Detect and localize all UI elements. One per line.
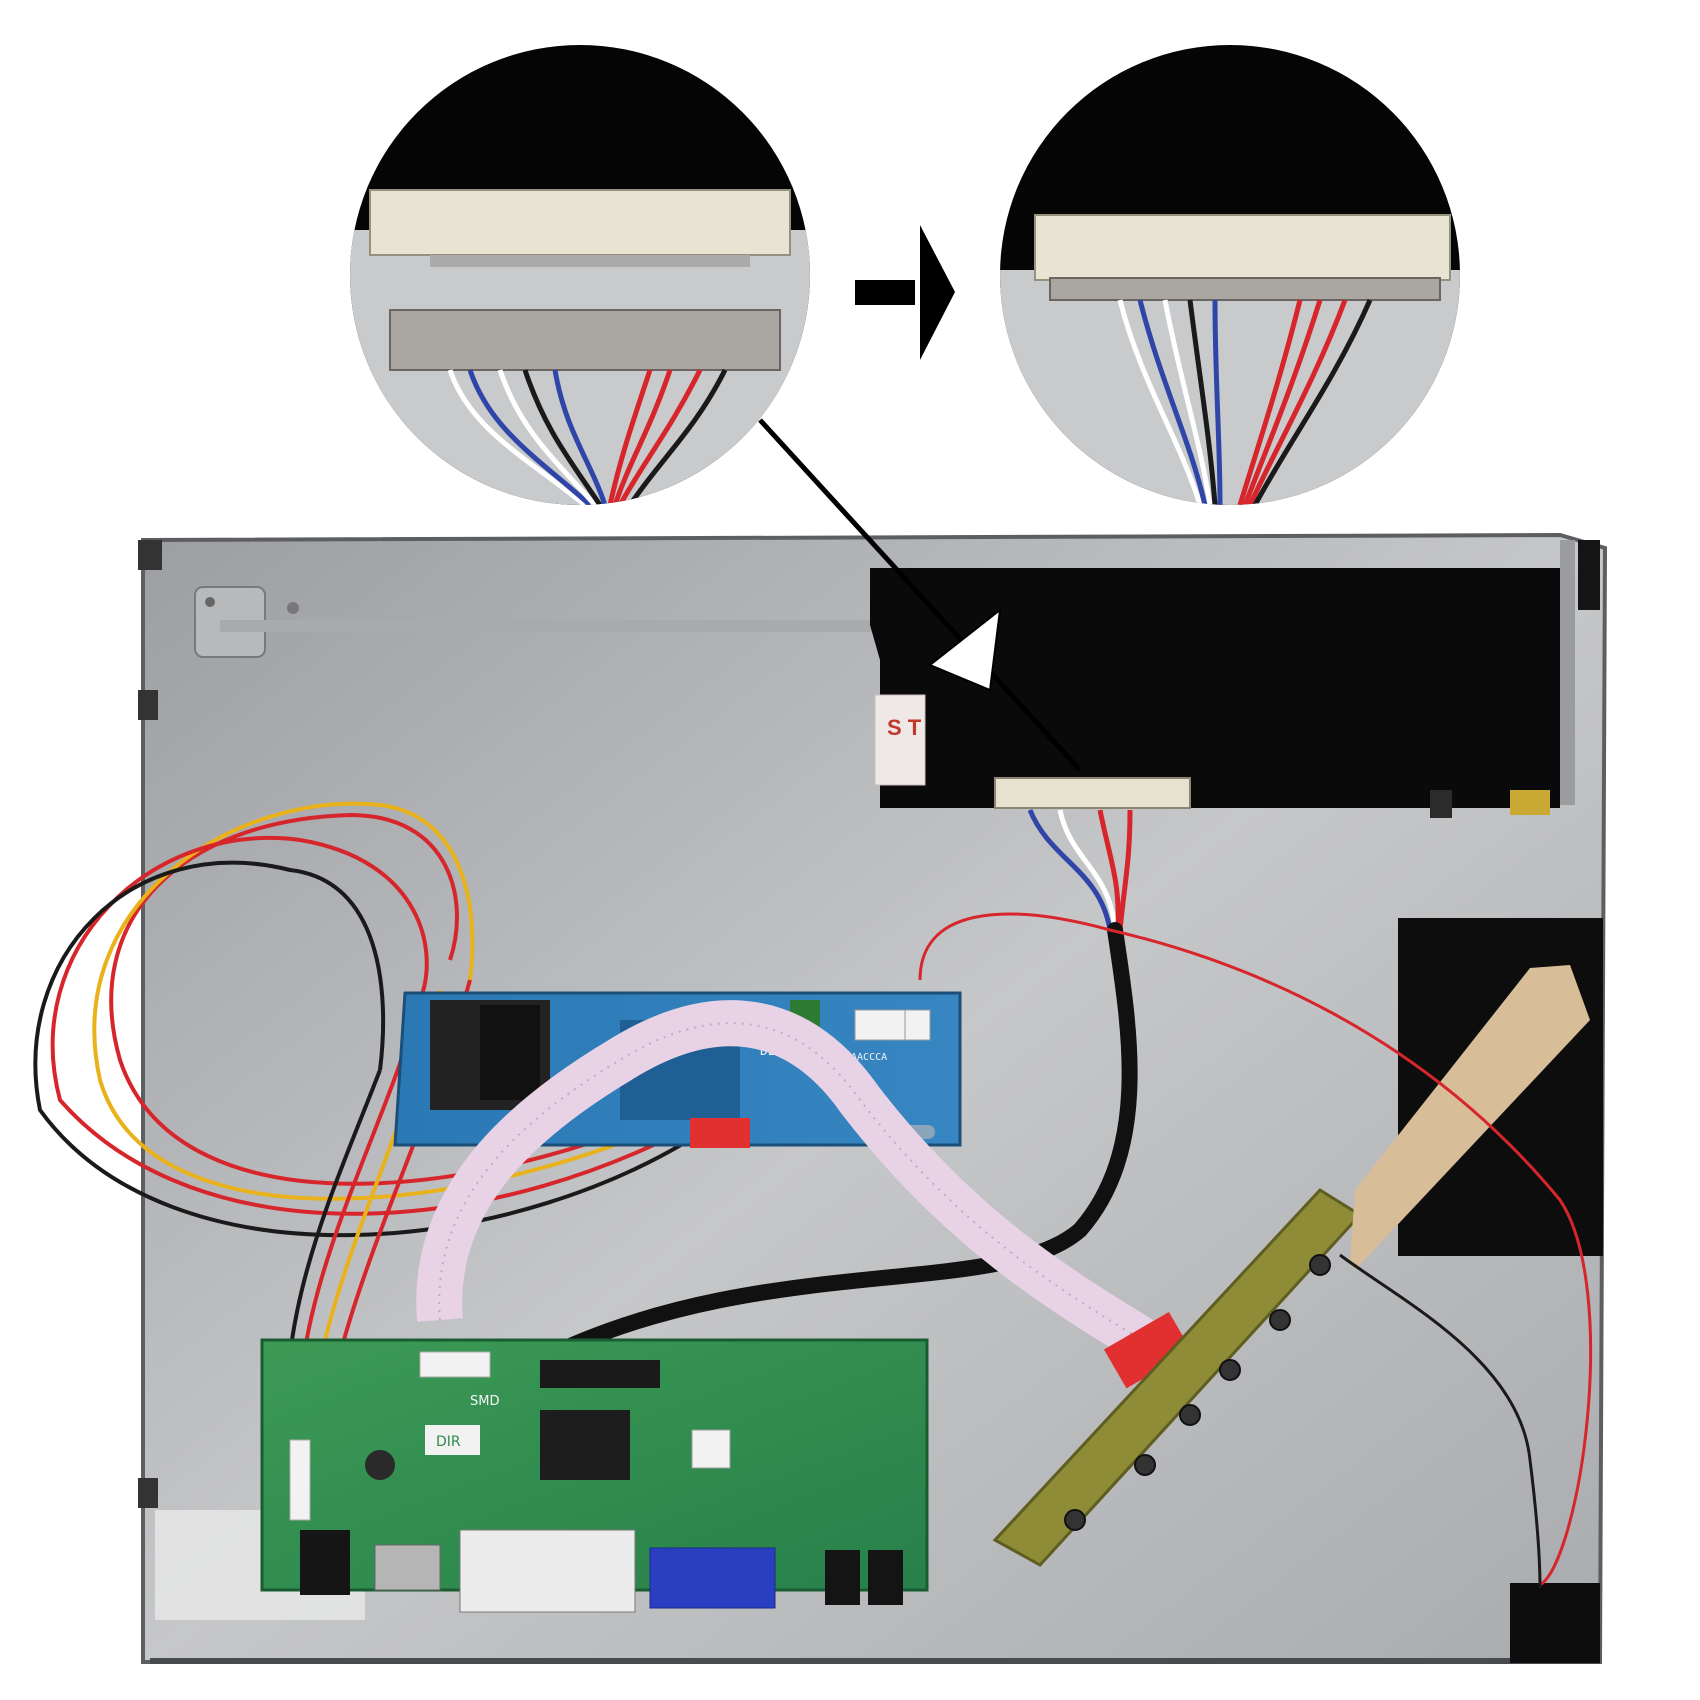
lvds-cable [532, 809, 1138, 1368]
lvds-socket [369, 189, 791, 256]
keypad-ribbon-cable [416, 1000, 1192, 1389]
pointer-arrow-icon [758, 418, 1082, 772]
masking-tape [1350, 965, 1590, 1270]
keypad-ribbon-connector [1103, 1311, 1192, 1389]
inverter-cap-label: CAACCCA [845, 1052, 887, 1063]
capacitor [365, 1450, 395, 1480]
panel-clip [138, 690, 158, 720]
lvds-plug-unplugged [389, 309, 781, 371]
sticker [874, 694, 926, 786]
keypad-button-5[interactable] [1269, 1309, 1291, 1331]
power-header [289, 1439, 311, 1521]
keypad-button-6[interactable] [1309, 1254, 1331, 1276]
qr-code [691, 1429, 731, 1469]
keypad-header [419, 1351, 491, 1378]
vga-port [649, 1547, 776, 1609]
panel-lvds-connector [994, 777, 1191, 809]
audio-jack [868, 1550, 903, 1605]
lvds-socket [1034, 214, 1451, 281]
smd-label: SMD [470, 1394, 499, 1409]
dc-power-jack [300, 1530, 350, 1595]
panel-clip [1578, 540, 1600, 610]
keypad-button-4[interactable] [1219, 1359, 1241, 1381]
keypad-button-2[interactable] [1134, 1454, 1156, 1476]
sticker-text: S T [887, 715, 922, 740]
scaler-chip [540, 1410, 630, 1480]
inverter-power-connector [904, 1009, 931, 1041]
zoom-circle-before [350, 45, 810, 505]
screw-icon [287, 602, 299, 614]
dvi-port [459, 1529, 636, 1613]
lvds-plug-connected [1049, 277, 1441, 301]
inverter-power-connector [854, 1009, 906, 1041]
panel-bracket [1430, 790, 1452, 818]
zoom-circle-after [1000, 45, 1460, 505]
keypad-button-3[interactable] [1179, 1404, 1201, 1426]
inverter-input-connector [690, 1118, 750, 1148]
panel-clip [138, 540, 162, 570]
black-tape-corner [1510, 1583, 1600, 1663]
black-tape-top [870, 568, 1560, 808]
panel-bracket [1510, 790, 1550, 815]
hdmi-port [374, 1544, 441, 1591]
keypad-button-1[interactable] [1064, 1509, 1086, 1531]
arrow-right-icon [855, 225, 955, 360]
audio-jack [825, 1550, 860, 1605]
lvds-header [540, 1360, 660, 1388]
keypad-board [918, 912, 1593, 1589]
panel-clip [138, 1478, 158, 1508]
dir-arrow-label [425, 1425, 480, 1455]
dir-label: DIR [436, 1434, 461, 1450]
driver-board: DIR SMD [260, 1338, 929, 1613]
screw-icon [205, 597, 215, 607]
